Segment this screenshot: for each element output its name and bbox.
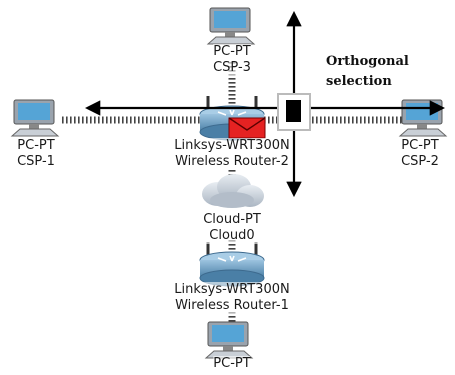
router-1-label: Linksys-WRT300N Wireless Router-1 [174, 282, 290, 314]
csp-3-label: PC-PT CSP-3 [213, 44, 251, 76]
pc-bottom-label: PC-PT [213, 356, 251, 372]
orthogonal-selection-note: Orthogonal selection [326, 54, 409, 89]
pc-bottom-icon[interactable] [204, 321, 254, 359]
router-2-label: Linksys-WRT300N Wireless Router-2 [174, 138, 290, 170]
csp-2-label: PC-PT CSP-2 [401, 138, 439, 170]
pc-csp-2-icon[interactable] [398, 99, 448, 137]
cloud-0-icon[interactable] [202, 174, 264, 208]
selection-handle[interactable] [277, 93, 311, 131]
cloud-0-label: Cloud-PT Cloud0 [203, 212, 261, 244]
pc-csp-1-icon[interactable] [10, 99, 60, 137]
csp-1-label: PC-PT CSP-1 [17, 138, 55, 170]
packet-envelope-icon [228, 117, 266, 139]
pc-csp-3-icon[interactable] [206, 7, 256, 45]
